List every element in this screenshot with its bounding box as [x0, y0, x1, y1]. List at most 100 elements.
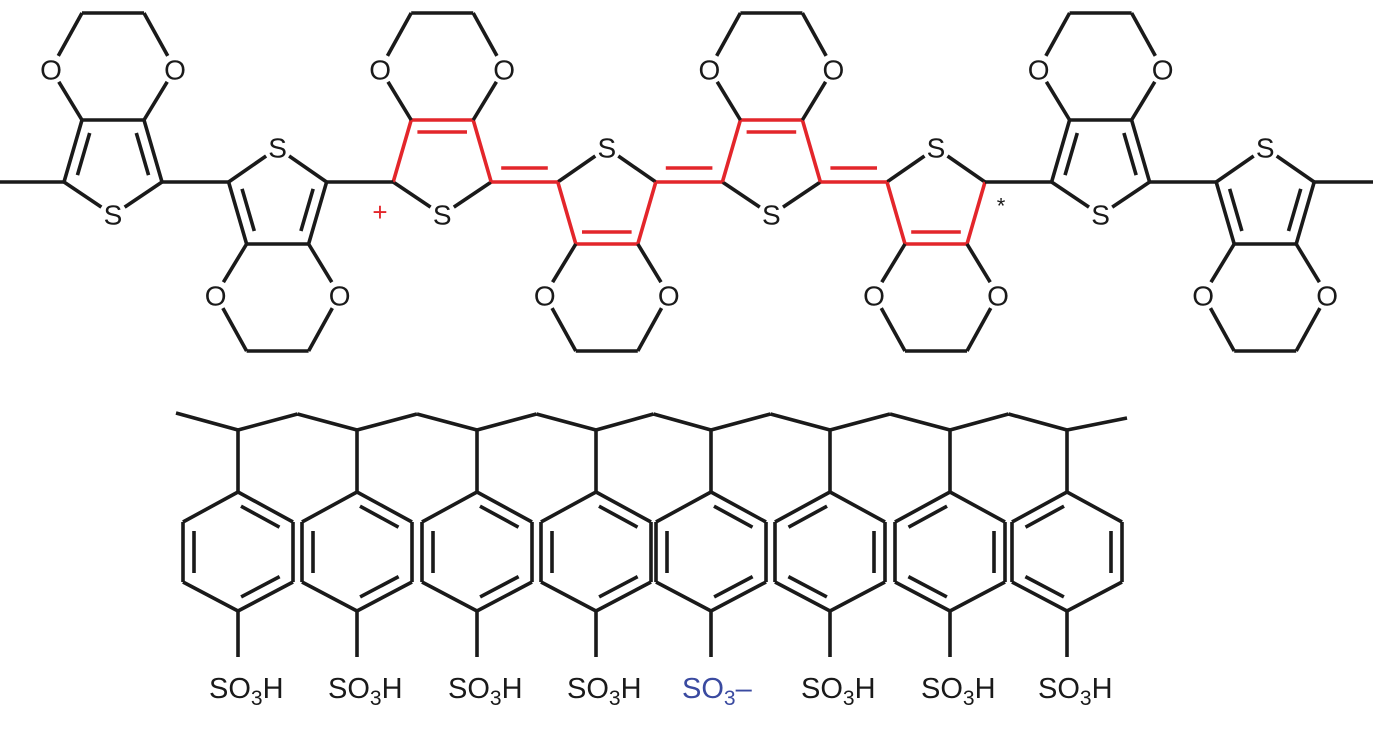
group-tail: H: [855, 673, 876, 705]
sulfur-atom-label: S: [268, 133, 287, 164]
benzene-bond: [540, 490, 597, 524]
c-c-bond: [556, 181, 578, 245]
backbone-bond: [949, 412, 1009, 432]
c-s-bond: [946, 154, 987, 184]
backbone-bond: [536, 412, 597, 432]
benzene-bond: [421, 490, 478, 524]
benzene-bond: [301, 580, 358, 613]
group-subscript: 3: [1080, 687, 1092, 710]
c-o-bond: [800, 80, 828, 121]
c-s-bond: [123, 180, 164, 209]
c-s-bond: [288, 154, 328, 184]
benzene-bond: [476, 580, 533, 613]
double-bond-inner-line: [75, 132, 92, 176]
oxygen-atom-label: O: [1028, 55, 1050, 86]
styrenesulfonate-unit-2: SO3H: [300, 430, 414, 710]
sulfur-atom-label: S: [433, 200, 452, 231]
oxygen-atom-label: O: [534, 281, 556, 312]
benzene-bond: [894, 490, 951, 524]
benzene-bond: [356, 580, 413, 613]
benzene-inner-line: [240, 504, 281, 529]
oxygen-atom-label: O: [164, 55, 186, 86]
o-ch2-bond: [1130, 12, 1157, 57]
c-c-bond: [885, 181, 907, 245]
c-c-bond: [720, 119, 743, 183]
backbone-bond: [356, 412, 418, 432]
benzene-bond: [595, 580, 652, 613]
oxygen-atom-label: O: [1152, 55, 1174, 86]
backbone-bond: [770, 412, 831, 432]
oxygen-atom-label: O: [863, 281, 885, 312]
styrenesulfonate-unit-5: SO3–: [654, 430, 768, 710]
c-o-bond: [1130, 80, 1157, 121]
group-tail: H: [382, 673, 403, 705]
oxygen-atom-label: O: [987, 281, 1009, 312]
benzene-bond: [894, 580, 951, 613]
c-s-bond: [392, 180, 432, 209]
group-main: SO: [921, 673, 963, 705]
group-main: SO: [682, 673, 724, 705]
backbone-bond: [889, 412, 951, 432]
benzene-bond: [1066, 490, 1123, 524]
benzene-bond: [774, 490, 831, 524]
c-s-bond: [62, 180, 103, 209]
styrenesulfonate-unit-4: SO3H: [539, 430, 653, 710]
o-ch2-bond: [221, 307, 249, 352]
c-c-bond: [1049, 119, 1072, 183]
c-s-bond: [1215, 154, 1255, 184]
sulfur-atom-label: S: [1091, 200, 1110, 231]
oxygen-atom-label: O: [699, 55, 721, 86]
o-ch2-bond: [636, 307, 664, 352]
c-s-bond: [1275, 154, 1316, 184]
sulfur-atom-label: S: [597, 133, 616, 164]
c-c-bond: [636, 181, 658, 245]
benzene-bond: [237, 490, 294, 524]
radical-mark: *: [997, 194, 1006, 219]
benzene-bond: [182, 580, 239, 613]
benzene-inner-line: [907, 504, 948, 529]
group-tail: H: [502, 673, 523, 705]
c-o-bond: [1294, 243, 1321, 284]
c-c-bond: [391, 119, 413, 183]
double-bond-inner-line: [134, 132, 151, 176]
styrenesulfonate-unit-6: SO3H: [773, 430, 887, 710]
benzene-bond: [949, 580, 1006, 613]
double-bond-inner-line: [1227, 188, 1244, 232]
o-ch2-bond: [550, 307, 578, 352]
group-main: SO: [328, 673, 370, 705]
o-ch2-bond: [715, 12, 742, 57]
benzene-inner-line: [1024, 504, 1065, 529]
benzene-inner-line: [359, 504, 400, 529]
group-tail: H: [263, 673, 284, 705]
group-subscript: 3: [609, 687, 621, 710]
o-ch2-bond: [471, 12, 499, 57]
benzene-inner-line: [1024, 575, 1065, 599]
c-o-bond: [307, 243, 334, 284]
double-bond-inner-line: [1286, 188, 1303, 232]
c-o-bond: [142, 80, 169, 121]
benzene-inner-line: [713, 575, 754, 599]
backbone-bond: [653, 412, 712, 432]
c-c-bond: [226, 181, 249, 245]
c-c-bond: [1129, 119, 1152, 183]
benzene-bond: [182, 490, 239, 524]
oxygen-atom-label: O: [658, 281, 680, 312]
oxygen-atom-label: O: [329, 281, 351, 312]
benzene-bond: [421, 580, 478, 613]
c-c-bond: [471, 119, 493, 183]
benzene-bond: [540, 580, 597, 613]
c-s-bond: [556, 154, 597, 184]
group-subscript: 3: [724, 687, 736, 710]
styrenesulfonate-unit-3: SO3H: [420, 430, 534, 710]
c-s-bond: [617, 154, 657, 184]
oxygen-atom-label: O: [40, 55, 62, 86]
backbone-bond: [829, 412, 891, 432]
benzene-inner-line: [479, 504, 520, 529]
